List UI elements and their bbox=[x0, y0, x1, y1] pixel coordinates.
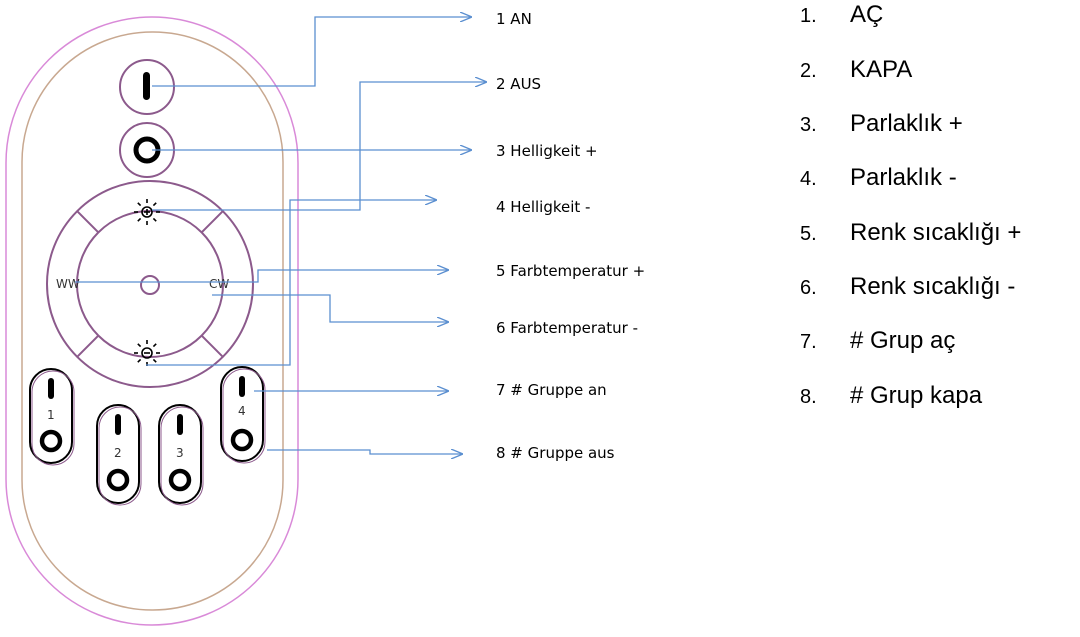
list-number: 4. bbox=[800, 168, 817, 190]
label-de-5: 5 Farbtemperatur + bbox=[496, 262, 645, 280]
list-number: 5. bbox=[800, 223, 817, 245]
list-number: 6. bbox=[800, 277, 817, 299]
group-1-number: 1 bbox=[47, 408, 55, 422]
group-3-button[interactable]: 3 bbox=[158, 404, 204, 506]
list-item: 1. AÇ bbox=[800, 0, 883, 30]
group-2-off-icon bbox=[106, 468, 130, 492]
list-item: 5. Renk sıcaklığı + bbox=[800, 218, 1021, 248]
arrow-2 bbox=[152, 82, 486, 211]
label-de-8: 8 # Gruppe aus bbox=[496, 444, 615, 462]
list-item: 7. # Grup aç bbox=[800, 326, 955, 356]
group-1-off-icon bbox=[39, 429, 63, 453]
arrow-1 bbox=[152, 17, 471, 87]
off-button[interactable] bbox=[119, 122, 175, 178]
label-de-6: 6 Farbtemperatur - bbox=[496, 319, 638, 337]
list-text: # Grup kapa bbox=[850, 382, 983, 409]
cw-label: CW bbox=[209, 277, 229, 291]
label-de-7: 7 # Gruppe an bbox=[496, 381, 607, 399]
list-number: 8. bbox=[800, 386, 817, 408]
label-de-4: 4 Helligkeit - bbox=[496, 198, 590, 216]
group-2-number: 2 bbox=[114, 446, 122, 460]
on-button[interactable] bbox=[119, 59, 175, 115]
cool-white-button[interactable]: CW bbox=[209, 277, 229, 291]
group-1-button[interactable]: 1 bbox=[29, 368, 75, 466]
group-1-on-icon bbox=[48, 378, 54, 399]
list-number: 2. bbox=[800, 60, 817, 82]
arrow-4 bbox=[146, 200, 436, 366]
list-number: 1. bbox=[800, 5, 817, 27]
list-item: 8. # Grup kapa bbox=[800, 381, 982, 411]
group-4-number: 4 bbox=[238, 404, 246, 418]
group-3-off-icon bbox=[168, 468, 192, 492]
group-2-button[interactable]: 2 bbox=[96, 404, 142, 506]
ww-label: WW bbox=[56, 277, 80, 291]
arrow-6 bbox=[212, 294, 448, 322]
group-4-off-icon bbox=[230, 428, 254, 452]
label-de-2: 2 AUS bbox=[496, 75, 541, 93]
brightness-up-button[interactable] bbox=[134, 199, 160, 225]
list-number: 7. bbox=[800, 331, 817, 353]
arrow-8 bbox=[267, 450, 462, 454]
warm-white-button[interactable]: WW bbox=[56, 277, 80, 291]
list-item: 3. Parlaklık + bbox=[800, 109, 963, 139]
group-3-on-icon bbox=[177, 414, 183, 435]
power-on-icon bbox=[143, 72, 150, 100]
list-item: 2. KAPA bbox=[800, 55, 912, 85]
group-4-on-icon bbox=[239, 376, 245, 397]
list-text: Renk sıcaklığı + bbox=[850, 219, 1022, 246]
brightness-up-icon bbox=[134, 199, 160, 225]
group-3-number: 3 bbox=[176, 446, 184, 460]
list-text: KAPA bbox=[850, 56, 913, 83]
remote-inner-shell bbox=[21, 31, 284, 611]
center-button[interactable] bbox=[140, 275, 160, 295]
list-text: Parlaklık + bbox=[850, 110, 963, 137]
list-item: 4. Parlaklık - bbox=[800, 163, 957, 193]
list-text: Parlaklık - bbox=[850, 164, 957, 191]
brightness-down-button[interactable] bbox=[134, 340, 160, 366]
brightness-down-icon bbox=[134, 340, 160, 366]
list-number: 3. bbox=[800, 114, 817, 136]
list-text: # Grup aç bbox=[850, 327, 956, 354]
list-text: AÇ bbox=[850, 1, 884, 28]
group-2-on-icon bbox=[115, 414, 121, 435]
label-de-1: 1 AN bbox=[496, 10, 532, 28]
list-text: Renk sıcaklığı - bbox=[850, 273, 1016, 300]
label-de-3: 3 Helligkeit + bbox=[496, 142, 598, 160]
group-4-button[interactable]: 4 bbox=[220, 366, 266, 464]
list-item: 6. Renk sıcaklığı - bbox=[800, 272, 1015, 302]
arrow-5 bbox=[75, 270, 448, 283]
